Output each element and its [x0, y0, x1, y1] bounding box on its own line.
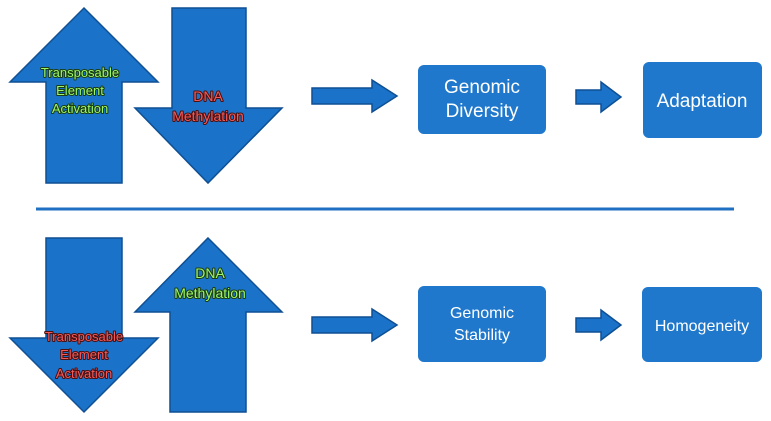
top-adaptation-label: Adaptation — [657, 91, 748, 112]
bottom-methylation-label-line1: DNA — [195, 265, 225, 281]
top-methylation-label-line2: Methylation — [172, 108, 244, 124]
top-transposon-label-line3: Activation — [52, 101, 108, 116]
bottom-transposon-label-line1: Transposable — [45, 329, 123, 344]
top-transposon-up-arrow — [8, 6, 160, 184]
top-methylation-down-arrow — [133, 7, 284, 185]
top-transposon-label-line2: Element — [56, 83, 104, 98]
bottom-transposon-label-line2: Element — [60, 347, 108, 362]
top-transposon-label-line1: Transposable — [41, 65, 119, 80]
bottom-genomic-stability-line1: Genomic — [450, 305, 514, 322]
bottom-right-arrow-2 — [575, 308, 623, 342]
bottom-transposon-down-arrow — [8, 237, 160, 414]
bottom-row: Transposable Element Activation DNA Meth… — [8, 236, 762, 414]
top-genomic-diversity-box — [418, 65, 546, 134]
bottom-methylation-up-arrow — [133, 236, 284, 413]
top-right-arrow-2 — [575, 80, 623, 114]
bottom-homogeneity-label: Homogeneity — [655, 318, 749, 335]
bottom-genomic-stability-line2: Stability — [454, 327, 510, 344]
bottom-right-arrow-1 — [311, 307, 399, 343]
bottom-genomic-stability-box — [418, 286, 546, 362]
top-right-arrow-1 — [311, 78, 399, 114]
bottom-methylation-label-line2: Methylation — [174, 285, 246, 301]
top-genomic-diversity-line1: Genomic — [444, 77, 520, 98]
top-adaptation-box — [643, 62, 762, 138]
bottom-transposon-label-line3: Activation — [56, 366, 112, 381]
top-genomic-diversity-line2: Diversity — [446, 101, 519, 122]
top-row: Transposable Element Activation DNA Meth… — [8, 6, 762, 185]
bottom-homogeneity-box — [642, 287, 762, 362]
top-methylation-label-line1: DNA — [193, 88, 223, 104]
